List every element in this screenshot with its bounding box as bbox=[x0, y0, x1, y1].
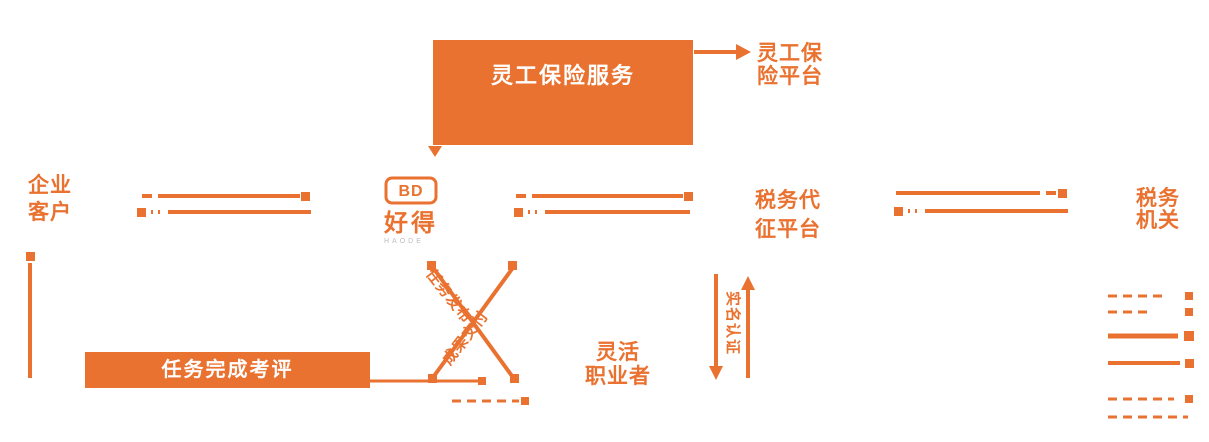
worker-label: 灵活 职业者 bbox=[583, 341, 653, 389]
enterprise-label: 企业 客户 bbox=[28, 172, 72, 226]
connector-enterprise-haode bbox=[137, 192, 311, 217]
connector-evaluation-worker bbox=[370, 377, 529, 405]
connector-haode-taxagency bbox=[514, 192, 693, 217]
haode-logo-icon: BD bbox=[384, 176, 438, 205]
tax-authority-line2: 机关 bbox=[1136, 209, 1180, 232]
connector-enterprise-evaluation bbox=[26, 252, 35, 378]
flow-label-realname-auth: 实名认证 bbox=[724, 291, 741, 356]
arrow-down-icon bbox=[428, 146, 442, 157]
insurance-service-box: 灵工保险服务 bbox=[433, 40, 693, 145]
haode-logo: BD 好得 HAODE bbox=[384, 176, 464, 246]
tax-authority-label: 税务 机关 bbox=[1132, 188, 1184, 232]
haode-logo-mark: BD bbox=[398, 183, 423, 200]
brand-sub: HAODE bbox=[384, 238, 424, 245]
connector-taxauthority-flows bbox=[1108, 292, 1194, 419]
enterprise-line2: 客户 bbox=[28, 201, 72, 224]
connector-taxagency-taxauthority bbox=[894, 189, 1068, 216]
tax-authority-line1: 税务 bbox=[1136, 187, 1180, 210]
evaluation-bar: 任务完成考评 bbox=[85, 352, 370, 388]
brand-name: 好得 bbox=[384, 210, 438, 237]
insurance-platform-line1: 灵工保 bbox=[757, 42, 823, 65]
worker-line2: 职业者 bbox=[585, 365, 651, 388]
tax-agency-label: 税务代 征平台 bbox=[755, 186, 821, 244]
insurance-platform-line2: 险平台 bbox=[757, 65, 823, 88]
worker-line1: 灵活 bbox=[596, 341, 640, 364]
tax-agency-line2: 征平台 bbox=[755, 218, 821, 241]
insurance-platform-label: 灵工保 险平台 bbox=[757, 42, 823, 88]
tax-agency-line1: 税务代 bbox=[755, 189, 821, 212]
enterprise-line1: 企业 bbox=[28, 174, 72, 197]
arrow-right-icon bbox=[694, 44, 751, 60]
